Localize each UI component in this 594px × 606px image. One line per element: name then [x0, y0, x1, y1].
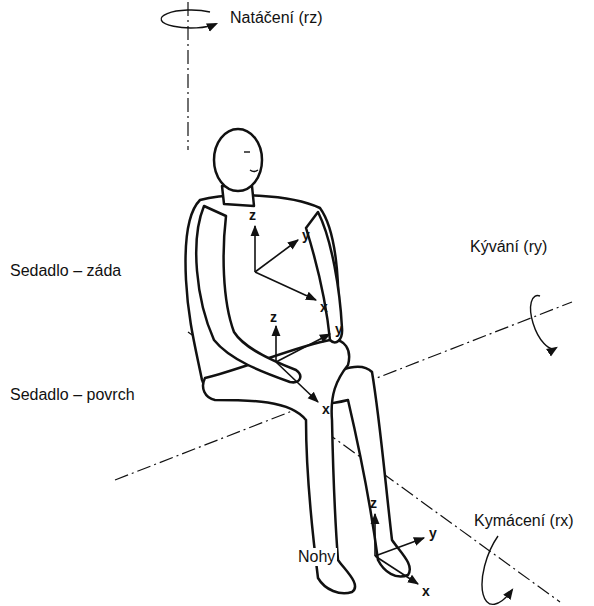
axis-letter: y [300, 228, 312, 243]
rotation-label: Kývání (ry) [468, 238, 549, 256]
axis-letter: x [318, 300, 330, 315]
coordinate-axes [255, 226, 424, 584]
axis-letter: z [368, 496, 379, 511]
axis-letter: x [420, 584, 432, 599]
axis-letter: x [320, 402, 332, 417]
part-label: Nohy [296, 548, 337, 566]
rotation-label: Kymácení (rx) [472, 512, 576, 530]
axis-letter: y [427, 526, 439, 541]
axis-letter: z [247, 208, 258, 223]
face-details [244, 152, 258, 172]
rotation-label: Natáčení (rz) [228, 9, 324, 27]
person-outline [186, 129, 410, 593]
part-label: Sedadlo – záda [8, 262, 123, 280]
axis-letter: z [268, 310, 279, 325]
axis-letter: y [333, 322, 345, 337]
part-label: Sedadlo – povrch [8, 386, 137, 404]
